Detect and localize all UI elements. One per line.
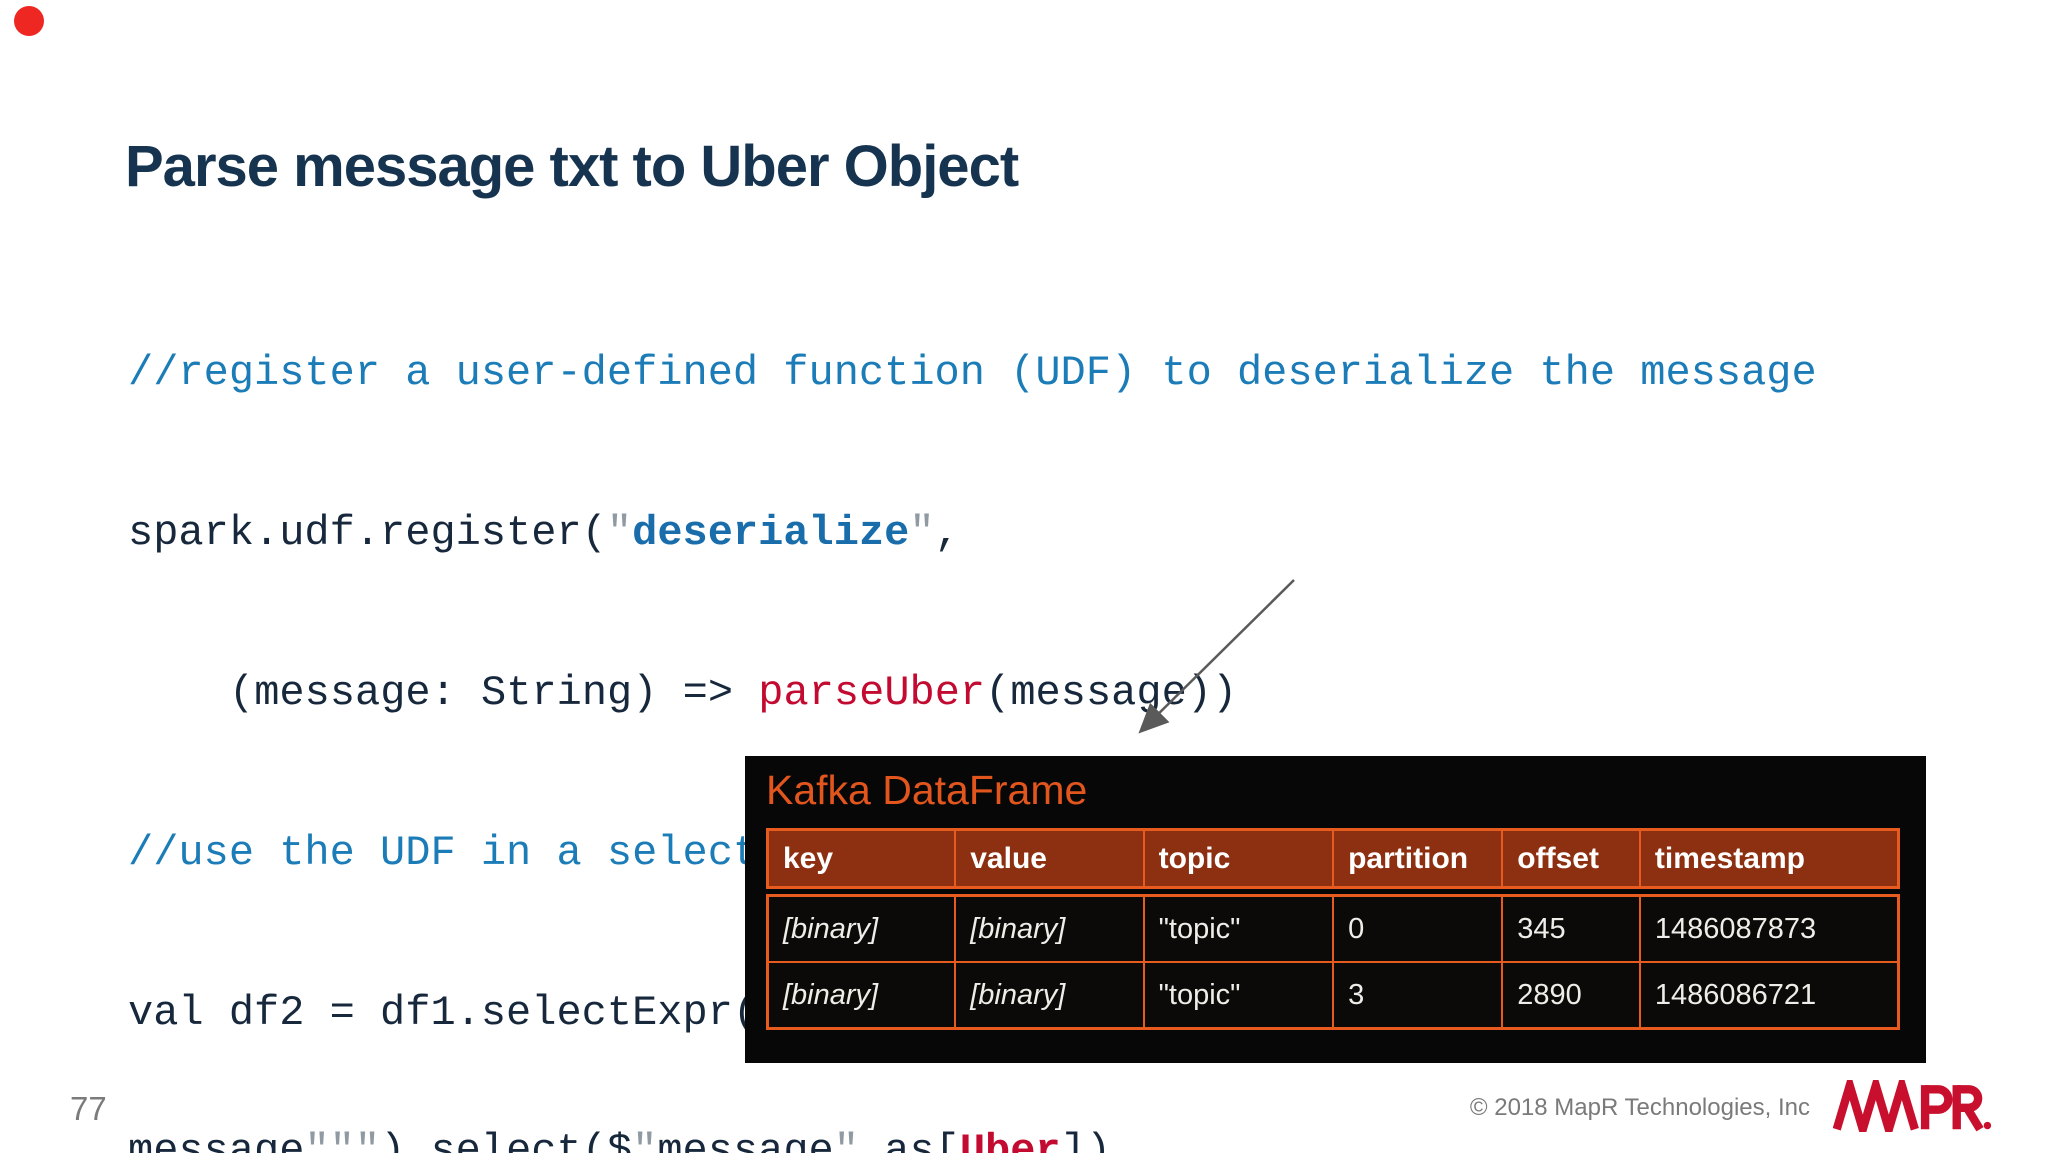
code-token: deserialize [632, 509, 910, 557]
code-token: spark.udf.register( [128, 509, 607, 557]
kafka-dataframe-panel: Kafka DataFrame key value topic partitio… [745, 756, 1926, 1063]
code-token: .as[ [858, 1127, 960, 1153]
code-token: " [833, 1127, 859, 1153]
table-header-row: key value topic partition offset timesta… [766, 828, 1900, 889]
code-token: val df2 = df1.selectExpr( [128, 989, 759, 1037]
table-cell: 345 [1503, 897, 1641, 961]
table-row: [binary] [binary] "topic" 0 345 14860878… [769, 897, 1897, 963]
code-line: //register a user-defined function (UDF)… [128, 350, 1817, 396]
column-header-timestamp: timestamp [1654, 841, 1805, 875]
page-number: 77 [70, 1090, 107, 1127]
code-token: " [606, 509, 633, 557]
code-token: parseUber [758, 669, 986, 717]
code-token: " [632, 1127, 658, 1153]
column-header-key: key [769, 831, 957, 886]
code-line: (message: String) => parseUber(message)) [128, 670, 1817, 716]
column-header-partition: partition [1334, 831, 1504, 886]
code-token: , [934, 509, 960, 557]
table-row: [binary] [binary] "topic" 3 2890 1486086… [769, 963, 1897, 1027]
code-line: message""").select($"message".as[Uber]) [128, 1128, 1817, 1153]
record-dot-icon [14, 6, 44, 36]
column-header-value: value [956, 831, 1145, 886]
code-token: (message: String) => [229, 669, 759, 717]
table-cell: 0 [1334, 897, 1504, 961]
table-cell: 1486086721 [1654, 978, 1817, 1011]
code-token: Uber [959, 1127, 1061, 1153]
column-header-topic: topic [1145, 831, 1335, 886]
code-token: ).select($ [380, 1127, 633, 1153]
code-line: spark.udf.register("deserialize", [128, 510, 1817, 556]
column-header-offset: offset [1503, 831, 1641, 886]
copyright-text: © 2018 MapR Technologies, Inc [1469, 1094, 1810, 1121]
table-cell: 1486087873 [1654, 912, 1817, 945]
table-cell: "topic" [1145, 963, 1335, 1027]
dataframe-table: key value topic partition offset timesta… [766, 828, 1900, 1030]
code-token: message [128, 1127, 305, 1153]
mapr-logo-icon [1833, 1080, 1992, 1132]
table-body: [binary] [binary] "topic" 0 345 14860878… [766, 894, 1900, 1030]
arrow-annotation-icon [1138, 579, 1295, 734]
code-token: message [657, 1127, 834, 1153]
slide-title: Parse message txt to Uber Object [125, 133, 1019, 199]
table-cell: 3 [1334, 963, 1504, 1027]
table-cell: [binary] [769, 897, 957, 961]
table-cell: "topic" [1145, 897, 1335, 961]
code-token: ]) [1060, 1127, 1112, 1153]
code-token: """ [304, 1127, 381, 1153]
table-cell: [binary] [956, 963, 1145, 1027]
table-cell: 2890 [1503, 963, 1641, 1027]
table-cell: [binary] [769, 963, 957, 1027]
code-token: " [909, 509, 935, 557]
panel-title: Kafka DataFrame [766, 767, 1088, 813]
code-token: //register a user-defined function (UDF)… [128, 349, 1817, 397]
table-cell: [binary] [956, 897, 1145, 961]
